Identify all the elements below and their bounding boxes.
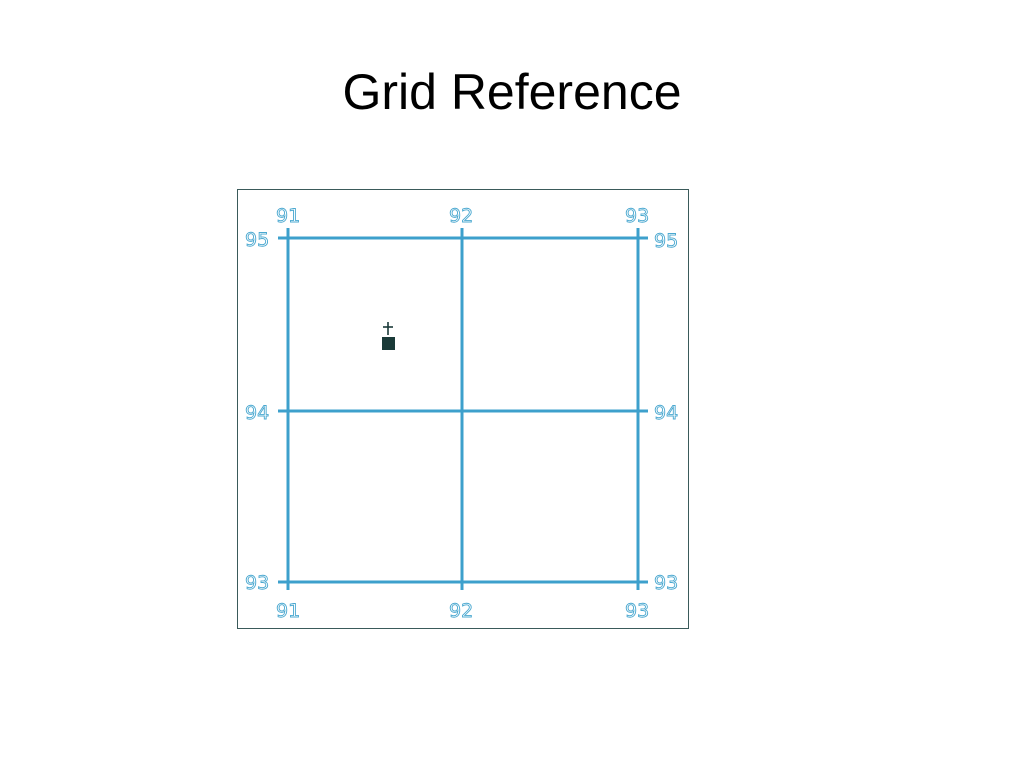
easting-label-bottom: 93 (625, 600, 649, 622)
northing-label-right: 94 (654, 402, 678, 424)
church-with-cross-icon (382, 322, 395, 350)
northing-label-left: 94 (245, 402, 269, 424)
northing-label-right: 93 (654, 572, 678, 594)
northing-label-left: 93 (245, 572, 269, 594)
easting-label-bottom: 91 (276, 600, 300, 622)
slide-title: Grid Reference (342, 64, 682, 120)
grid-map: 91 92 93 91 92 93 95 94 93 95 94 93 (245, 205, 679, 623)
northing-label-left: 95 (245, 229, 269, 251)
grid-map-frame: 91 92 93 91 92 93 95 94 93 95 94 93 (237, 189, 689, 629)
easting-label-top: 92 (449, 205, 473, 227)
easting-label-bottom: 92 (449, 600, 473, 622)
northing-label-right: 95 (654, 230, 678, 252)
easting-label-top: 93 (625, 205, 649, 227)
easting-label-top: 91 (276, 205, 300, 227)
